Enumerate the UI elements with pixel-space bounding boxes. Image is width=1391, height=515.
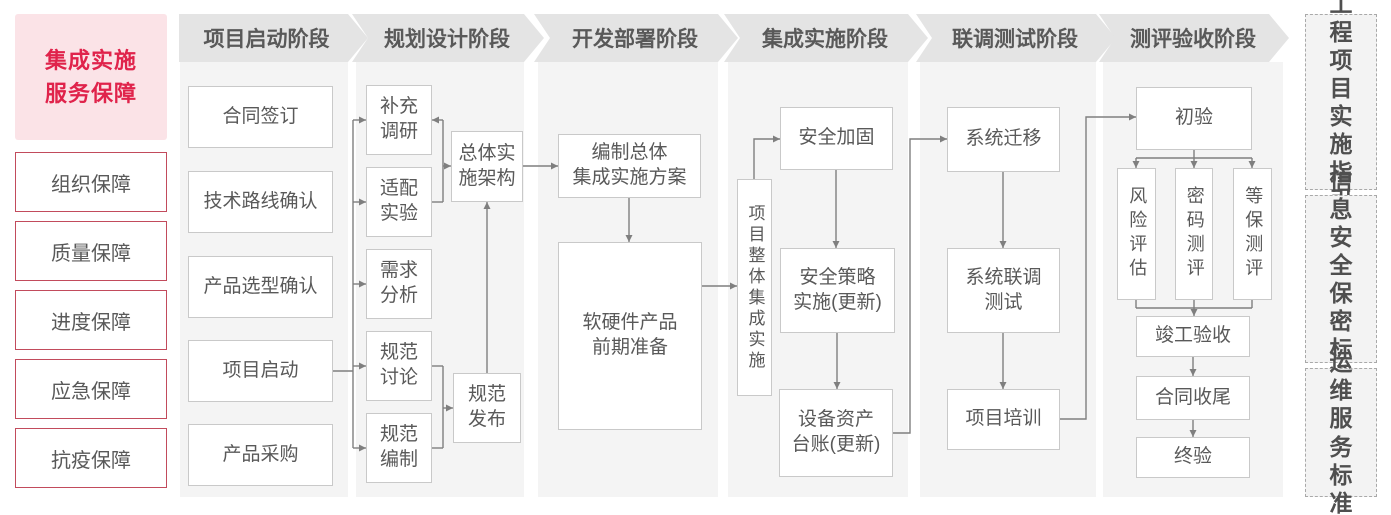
node-project-kickoff: 项目启动 bbox=[188, 340, 333, 402]
node-security-hardening: 安全加固 bbox=[780, 107, 893, 170]
node-overall-integration-plan: 编制总体 集成实施方案 bbox=[558, 134, 701, 198]
sidebar-item-emergency-guarantee: 应急保障 bbox=[15, 359, 167, 419]
sidebar-item-anti-epidemic-guarantee: 抗疫保障 bbox=[15, 428, 167, 488]
node-completion-acceptance: 竣工验收 bbox=[1136, 316, 1250, 357]
phase-header-joint-testing: 联调测试阶段 bbox=[916, 14, 1116, 62]
node-final-acceptance: 终验 bbox=[1136, 437, 1250, 478]
node-project-training: 项目培训 bbox=[947, 389, 1060, 450]
phase-header-evaluation-acceptance: 测评验收阶段 bbox=[1099, 14, 1289, 62]
node-requirement-analysis: 需求 分析 bbox=[366, 249, 432, 319]
node-classified-protection-evaluation: 等保测评 bbox=[1233, 168, 1272, 300]
node-contract-signing: 合同签订 bbox=[188, 86, 333, 148]
node-product-procurement: 产品采购 bbox=[188, 424, 333, 486]
node-system-joint-debugging: 系统联调 测试 bbox=[947, 248, 1060, 333]
node-product-selection-confirmation: 产品选型确认 bbox=[188, 256, 333, 318]
sidebar-title: 集成实施 服务保障 bbox=[15, 14, 167, 140]
node-security-policy-implementation: 安全策略 实施(更新) bbox=[780, 248, 895, 333]
node-spec-compilation: 规范 编制 bbox=[366, 413, 432, 483]
phase-header-project-initiation: 项目启动阶段 bbox=[179, 14, 368, 62]
standard-label: 运维 服务 标准 bbox=[1329, 349, 1365, 515]
standard-project-implementation-guide: 工程 项目 实施 指引 bbox=[1305, 0, 1377, 213]
sidebar-item-quality-guarantee: 质量保障 bbox=[15, 221, 167, 281]
standard-info-security-confidentiality: 信息 安全 保密 标准 bbox=[1305, 168, 1377, 390]
node-tech-route-confirmation: 技术路线确认 bbox=[188, 171, 333, 233]
node-spec-discussion: 规范 讨论 bbox=[366, 331, 432, 401]
node-supplementary-research: 补充 调研 bbox=[366, 85, 432, 155]
node-spec-release: 规范 发布 bbox=[453, 373, 521, 443]
node-initial-acceptance: 初验 bbox=[1136, 87, 1252, 150]
phase-header-planning-design: 规划设计阶段 bbox=[352, 14, 544, 62]
phase-header-integration: 集成实施阶段 bbox=[724, 14, 928, 62]
sidebar-item-organization-guarantee: 组织保障 bbox=[15, 152, 167, 212]
node-asset-ledger-update: 设备资产 台账(更新) bbox=[779, 389, 893, 477]
node-adaptation-test: 适配 实验 bbox=[366, 167, 432, 237]
node-overall-implementation-architecture: 总体实 施架构 bbox=[451, 131, 523, 202]
node-overall-project-integration: 项目整体集成实施 bbox=[737, 179, 772, 396]
node-contract-closure: 合同收尾 bbox=[1136, 376, 1250, 420]
phase-header-develop-deploy: 开发部署阶段 bbox=[534, 14, 738, 62]
node-risk-assessment: 风险评估 bbox=[1117, 168, 1156, 300]
sidebar-item-progress-guarantee: 进度保障 bbox=[15, 290, 167, 350]
node-hw-sw-preparation: 软硬件产品 前期准备 bbox=[558, 242, 702, 430]
standard-om-service: 运维 服务 标准 bbox=[1305, 349, 1377, 515]
node-crypto-evaluation: 密码测评 bbox=[1175, 168, 1213, 300]
node-system-migration: 系统迁移 bbox=[947, 107, 1060, 172]
standard-label: 工程 项目 实施 指引 bbox=[1329, 0, 1365, 213]
